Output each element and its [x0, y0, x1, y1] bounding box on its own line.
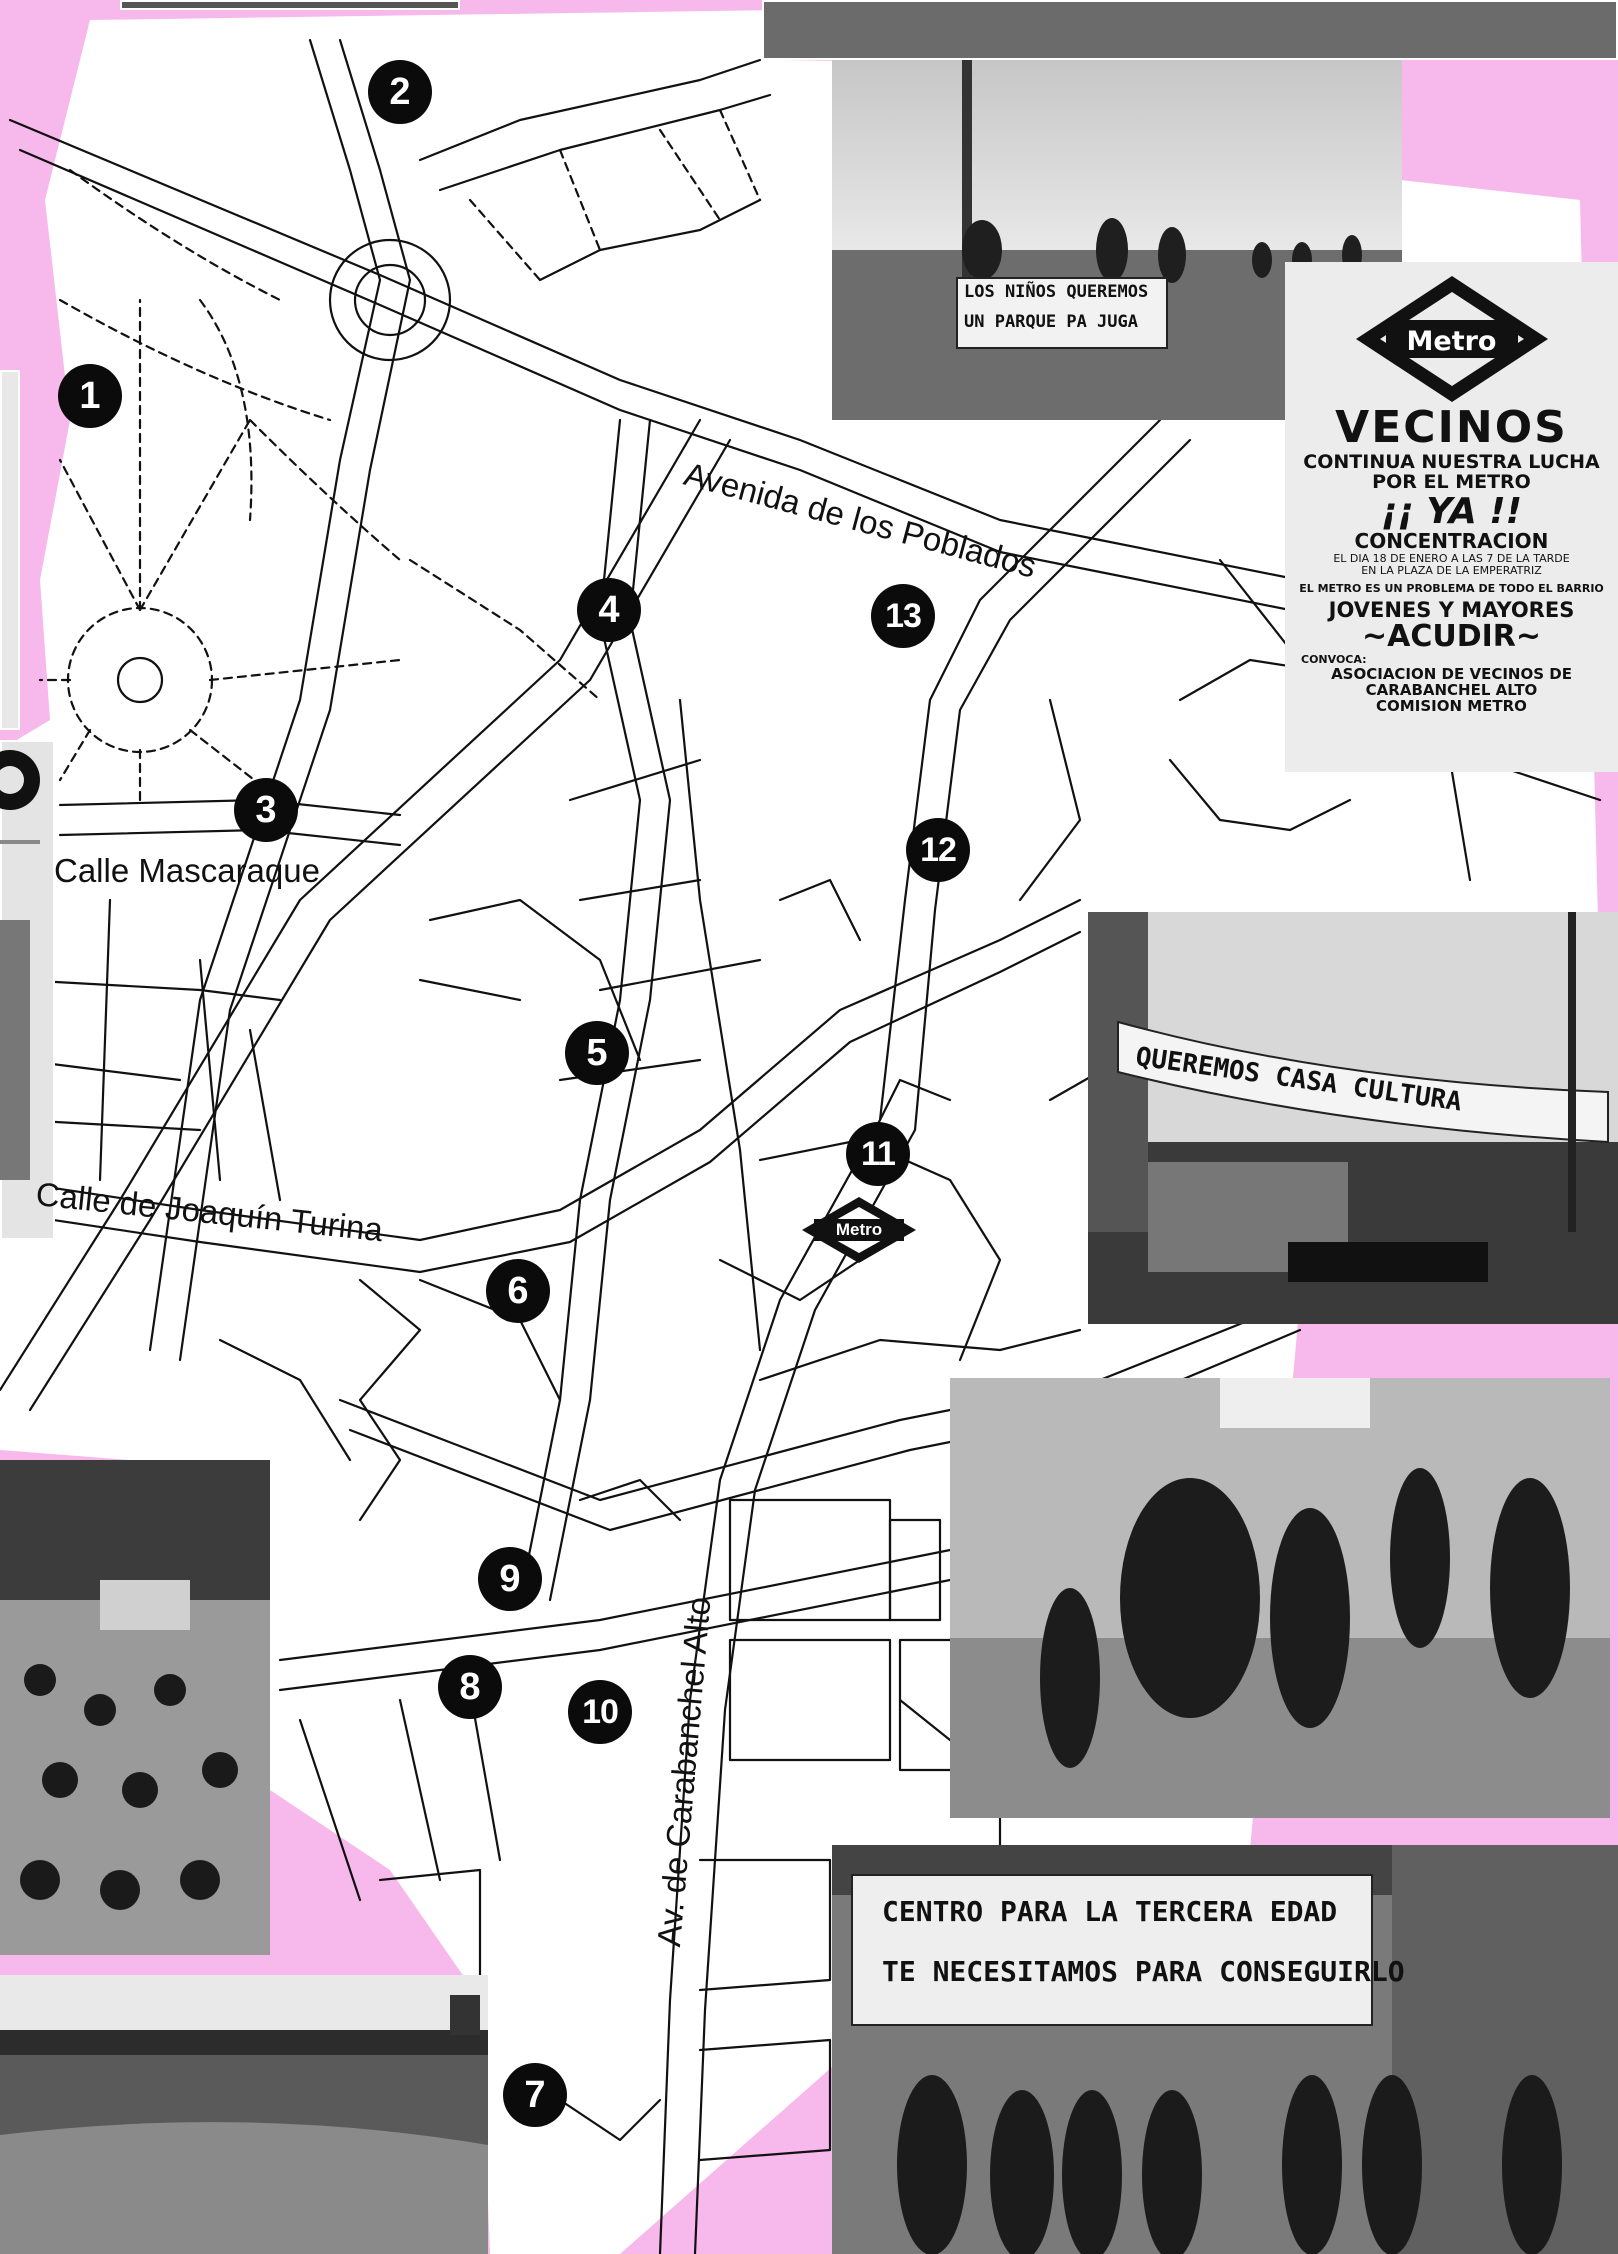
map-marker-7[interactable]: 7: [503, 2063, 567, 2127]
park-banner-line-2: UN PARQUE PA JUGA: [964, 312, 1138, 332]
park-banner-line-1: LOS NIÑOS QUEREMOS: [964, 282, 1149, 302]
photo-elderly-center-protest: CENTRO PARA LA TERCERA EDAD TE NECESITAM…: [832, 1845, 1618, 2254]
poster-line-3: ¡¡ YA !!: [1380, 490, 1523, 532]
poster-title: VECINOS: [1335, 402, 1568, 453]
map-marker-9[interactable]: 9: [478, 1547, 542, 1611]
poster-line-1: CONTINUA NUESTRA LUCHA: [1303, 450, 1600, 473]
photo-top-strip-right: [762, 0, 1618, 60]
poster-line-11: CARABANCHEL ALTO: [1365, 680, 1538, 699]
newspaper-fragment-top: [0, 370, 20, 730]
poster-metro-logo-text: Metro: [1406, 326, 1497, 357]
street-label-calle-mascaraque: Calle Mascaraque: [54, 852, 320, 889]
map-marker-6[interactable]: 6: [486, 1259, 550, 1323]
map-marker-3[interactable]: 3: [234, 778, 298, 842]
map-marker-11[interactable]: 11: [846, 1122, 910, 1186]
photo-empty-field: [0, 1975, 488, 2254]
poster-line-10: ASOCIACION DE VECINOS DE: [1331, 664, 1572, 683]
map-marker-13[interactable]: 13: [871, 584, 935, 648]
map-marker-8[interactable]: 8: [438, 1655, 502, 1719]
map-marker-1[interactable]: 1: [58, 364, 122, 428]
metro-sign-label: Metro: [835, 1220, 883, 1239]
elderly-banner-line-1: CENTRO PARA LA TERCERA EDAD: [882, 1895, 1338, 1928]
elderly-banner-line-2: TE NECESITAMOS PARA CONSEGUIRLO: [882, 1955, 1405, 1988]
poster-line-4: CONCENTRACION: [1354, 529, 1549, 554]
poster-line-9: ~ACUDIR~: [1361, 619, 1542, 655]
poster-line-5: EL DIA 18 DE ENERO A LAS 7 DE LA TARDE: [1333, 552, 1570, 566]
poster-line-2: POR EL METRO: [1372, 471, 1531, 494]
metro-station-sign[interactable]: Metro: [800, 1195, 918, 1265]
poster-line-6: EN LA PLAZA DE LA EMPERATRIZ: [1361, 563, 1542, 577]
map-marker-5[interactable]: 5: [565, 1021, 629, 1085]
photo-street-parade: [950, 1378, 1610, 1818]
map-marker-12[interactable]: 12: [906, 818, 970, 882]
poster-line-12: COMISION METRO: [1376, 696, 1527, 715]
metro-protest-poster: Metro VECINOS CONTINUA NUESTRA LUCHA POR…: [1285, 262, 1618, 772]
map-marker-10[interactable]: 10: [568, 1680, 632, 1744]
metro-diamond-logo: [1355, 276, 1548, 402]
photo-crowd-march: [0, 1460, 270, 1955]
photo-culture-house-protest: QUEREMOS CASA CULTURA: [1088, 912, 1618, 1324]
photo-top-strip-left: [120, 0, 460, 10]
map-marker-2[interactable]: 2: [368, 60, 432, 124]
poster-convoca: CONVOCA:: [1301, 652, 1367, 666]
poster-line-8: JOVENES Y MAYORES: [1328, 597, 1575, 622]
poster-line-7: EL METRO ES UN PROBLEMA DE TODO EL BARRI…: [1299, 581, 1604, 595]
newspaper-fragment-middle: [0, 740, 55, 1240]
map-marker-4[interactable]: 4: [577, 578, 641, 642]
